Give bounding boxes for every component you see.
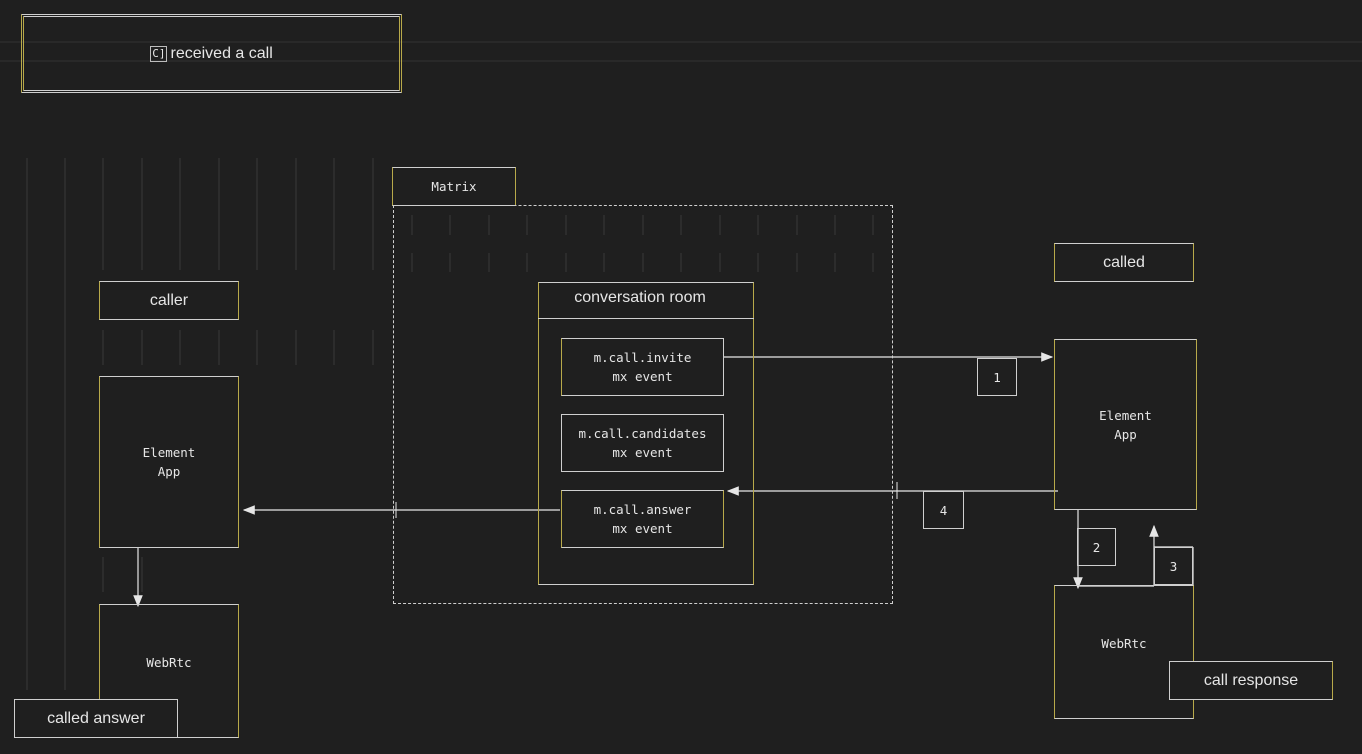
vertical-guides [26, 158, 374, 690]
title-box: C]received a call [21, 14, 402, 93]
title-text: received a call [170, 45, 273, 62]
matrix-box: Matrix [392, 167, 516, 206]
room-divider [538, 318, 754, 319]
step-3-box: 3 [1154, 547, 1193, 585]
event-answer: m.call.answer mx event [561, 490, 724, 548]
called-app-box: Element App [1054, 339, 1197, 510]
event-candidates: m.call.candidates mx event [561, 414, 724, 472]
step-1-label: 1 [993, 369, 1001, 385]
caller-label: caller [149, 292, 189, 309]
called-answer-label: called answer [47, 710, 145, 727]
called-webrtc-label: WebRtc [1101, 636, 1147, 651]
dash-rows [102, 215, 874, 592]
called-box: called [1054, 243, 1194, 282]
title-label: C]received a call [24, 17, 399, 90]
event-answer-name: m.call.answer [593, 502, 692, 517]
called-webrtc-box: WebRtc [1054, 585, 1194, 719]
matrix-label: Matrix [431, 179, 477, 194]
called-answer-note: called answer [14, 699, 178, 738]
conversation-room-box [538, 282, 754, 585]
caller-box: caller [99, 281, 239, 320]
text-cursor: C] [150, 45, 168, 62]
event-invite-type: mx event [612, 369, 673, 384]
event-invite: m.call.invite mx event [561, 338, 724, 396]
step-1-box: 1 [977, 358, 1017, 396]
caller-app-label: Element App [142, 445, 196, 479]
matrix-container [393, 205, 893, 604]
step-4-box: 4 [923, 491, 964, 529]
caller-webrtc-label: WebRtc [146, 655, 192, 670]
event-answer-type: mx event [612, 521, 673, 536]
conversation-room-label: conversation room [574, 289, 706, 306]
step-3-label: 3 [1169, 558, 1178, 574]
step-4-label: 4 [939, 502, 948, 518]
called-app-label: Element App [1099, 407, 1152, 442]
event-candidates-type: mx event [612, 445, 673, 460]
event-candidates-name: m.call.candidates [578, 426, 707, 441]
call-response-label: call response [1203, 672, 1299, 689]
event-invite-name: m.call.invite [593, 350, 692, 365]
caller-app-box: Element App [99, 376, 239, 548]
step-2-box: 2 [1077, 528, 1116, 566]
called-label: called [1103, 254, 1145, 271]
step-2-label: 2 [1092, 539, 1101, 555]
call-response-note: call response [1169, 661, 1333, 700]
